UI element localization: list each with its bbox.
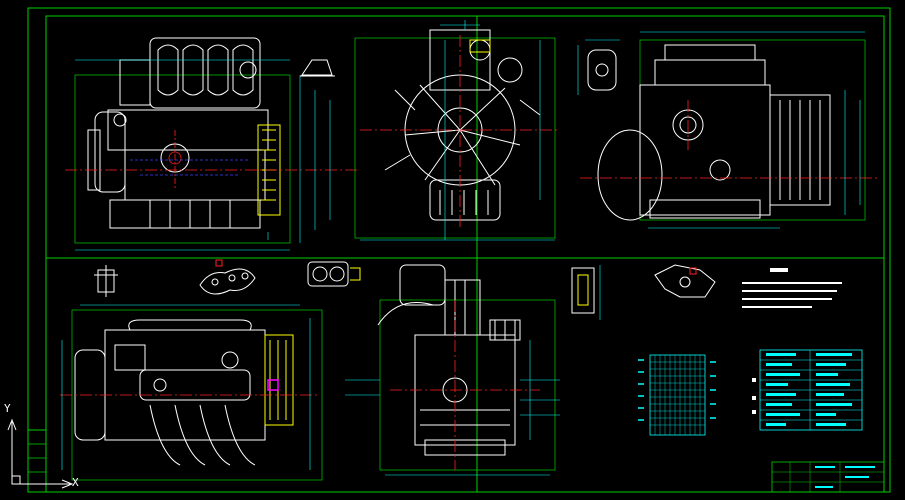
gasket-detail[interactable] xyxy=(199,259,256,295)
bracket-detail[interactable] xyxy=(571,265,601,320)
plan-view[interactable] xyxy=(60,304,323,481)
ucs-x-label: X xyxy=(72,476,79,489)
ucs-y-label: Y xyxy=(4,402,11,415)
revision-strip xyxy=(27,429,47,493)
end-view-fan[interactable] xyxy=(354,20,560,241)
performance-chart[interactable] xyxy=(638,354,716,436)
mount-detail[interactable] xyxy=(94,265,118,297)
cap-detail[interactable] xyxy=(300,59,335,77)
technical-notes xyxy=(742,268,842,308)
ucs-icon: Y X xyxy=(4,400,84,496)
spec-table[interactable] xyxy=(752,349,863,431)
right-view[interactable] xyxy=(580,31,880,229)
title-block[interactable] xyxy=(771,461,885,493)
spring-detail[interactable] xyxy=(307,261,361,287)
ucs-axes-icon xyxy=(7,418,74,489)
intake-detail[interactable] xyxy=(654,264,716,298)
section-view[interactable] xyxy=(345,264,560,476)
pump-detail[interactable] xyxy=(577,39,620,95)
front-view[interactable] xyxy=(65,37,360,251)
